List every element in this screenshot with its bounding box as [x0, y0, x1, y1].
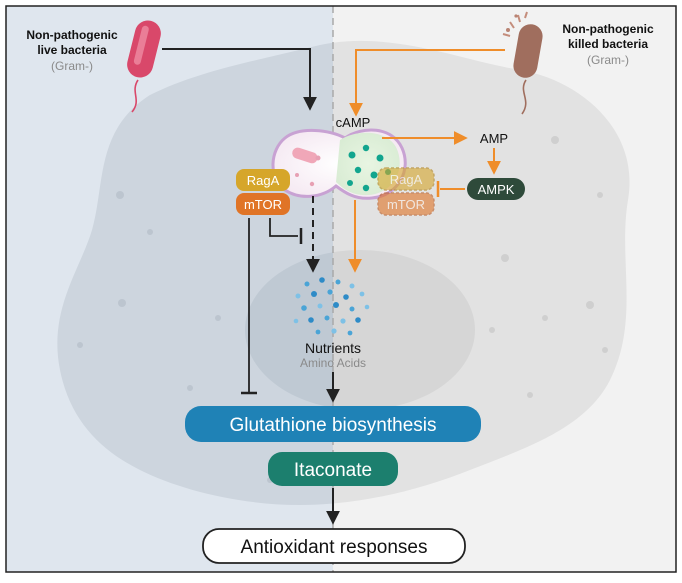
inactive-mtor-label: mTOR	[387, 197, 425, 212]
mtor-inhibits-nutrient-release	[269, 218, 303, 244]
antioxidant-label: Antioxidant responses	[241, 537, 428, 558]
nutrients-subtitle: Amino Acids	[300, 356, 366, 370]
inactive-raga-label: RagA	[390, 172, 423, 187]
antioxidant-responses-box: Antioxidant responses	[202, 528, 466, 564]
active-mtor-label: mTOR	[244, 197, 282, 212]
amp-label: AMP	[480, 131, 508, 146]
killed-bacterium-icon	[502, 11, 543, 115]
figure-border	[5, 5, 677, 573]
ampk-inhibition	[436, 181, 465, 197]
glutathione-label: Glutathione biosynthesis	[229, 415, 436, 436]
live-bacterium-icon	[127, 20, 161, 113]
itaconate-box: Itaconate	[268, 452, 398, 486]
right-bacteria-gram: (Gram-)	[587, 53, 629, 67]
nutrient-dots-icon	[293, 277, 370, 336]
live-bacteria-arrow	[162, 48, 317, 111]
nutrients-title: Nutrients	[305, 340, 361, 356]
ampk-badge: AMPK	[467, 178, 525, 200]
glutathione-biosynthesis-box: Glutathione biosynthesis	[185, 406, 481, 442]
killed-bacteria-arrow	[349, 49, 505, 117]
mtor-inhibits-glutathione	[241, 218, 257, 395]
active-raga-label: RagA	[247, 173, 280, 188]
ampk-label: AMPK	[478, 182, 515, 197]
inactive-raga-mtor-complex: RagA mTOR	[377, 167, 435, 216]
camp-label: cAMP	[336, 115, 371, 130]
left-bacteria-gram: (Gram-)	[51, 59, 93, 73]
itaconate-label: Itaconate	[294, 460, 372, 481]
left-bacteria-label-line2: live bacteria	[37, 43, 107, 57]
cell-outline-icon	[57, 40, 630, 505]
right-bacteria-label-line1: Non-pathogenic	[562, 22, 654, 36]
right-bacteria-label-line2: killed bacteria	[568, 37, 648, 51]
active-raga-mtor-complex: RagA mTOR	[236, 169, 290, 215]
left-bacteria-label-line1: Non-pathogenic	[26, 28, 118, 42]
